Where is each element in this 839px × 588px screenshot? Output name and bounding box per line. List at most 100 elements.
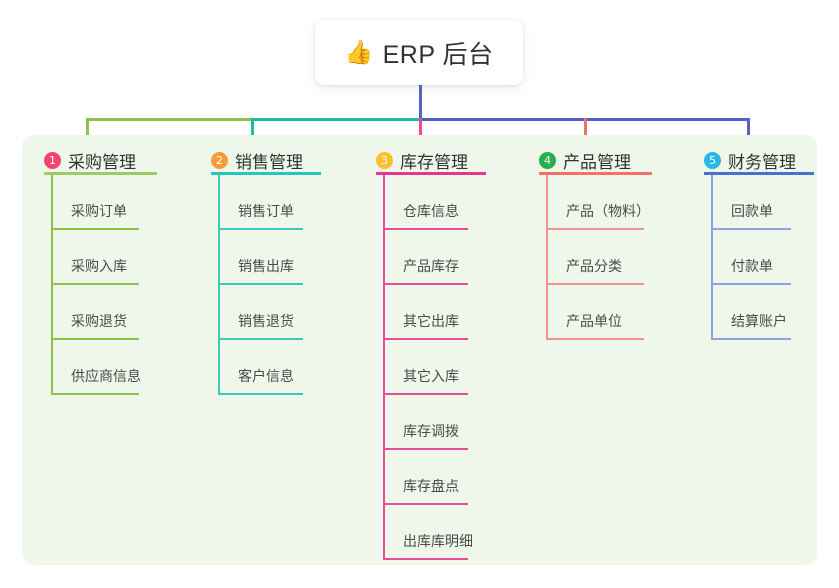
drop-5: [747, 118, 750, 145]
leaf-item-rule: [711, 228, 791, 230]
leaf-item[interactable]: 结算账户: [693, 285, 796, 340]
leaf-item-label: 供应商信息: [71, 368, 141, 384]
column-header-rule: [704, 172, 814, 175]
column-spine: [218, 175, 220, 395]
leaf-item-label: 销售订单: [238, 203, 294, 219]
leaf-item[interactable]: 采购订单: [33, 175, 139, 230]
column-items: 采购订单采购入库采购退货供应商信息: [33, 175, 141, 395]
leaf-item-label: 销售退货: [238, 313, 294, 329]
leaf-item-rule: [218, 228, 303, 230]
leaf-item[interactable]: 库存盘点: [365, 450, 468, 505]
leaf-item-rule: [51, 393, 139, 395]
column-3: 3 库存管理仓库信息产品库存其它出库其它入库库存调拨库存盘点出库库明细: [365, 145, 486, 560]
leaf-item-label: 采购退货: [71, 313, 127, 329]
leaf-item-rule: [383, 393, 468, 395]
leaf-item-rule: [383, 283, 468, 285]
leaf-item[interactable]: 回款单: [693, 175, 796, 230]
leaf-item[interactable]: 其它入库: [365, 340, 468, 395]
leaf-item-rule: [51, 283, 139, 285]
leaf-item[interactable]: 销售出库: [200, 230, 303, 285]
leaf-item[interactable]: 产品库存: [365, 230, 468, 285]
number-badge-icon: 5: [704, 151, 721, 169]
drop-4: [584, 118, 587, 145]
leaf-item-label: 采购入库: [71, 258, 127, 274]
column-spine: [711, 175, 713, 340]
column-header-rule: [539, 172, 652, 175]
leaf-item-label: 产品（物料）: [566, 203, 650, 219]
column-title: 库存管理: [400, 152, 468, 172]
number-badge-icon: 1: [44, 151, 61, 169]
leaf-item-label: 采购订单: [71, 203, 127, 219]
leaf-item-rule: [383, 338, 468, 340]
leaf-item[interactable]: 客户信息: [200, 340, 303, 395]
column-items: 销售订单销售出库销售退货客户信息: [200, 175, 303, 395]
leaf-item[interactable]: 出库库明细: [365, 505, 473, 560]
drop-1: [86, 118, 89, 145]
leaf-item-label: 仓库信息: [403, 203, 459, 219]
leaf-item-rule: [51, 338, 139, 340]
leaf-item[interactable]: 销售退货: [200, 285, 303, 340]
leaf-item[interactable]: 供应商信息: [33, 340, 141, 395]
leaf-item-label: 产品单位: [566, 313, 622, 329]
leaf-item-rule: [546, 338, 644, 340]
number-badge-icon: 2: [211, 151, 228, 169]
leaf-item[interactable]: 产品分类: [528, 230, 644, 285]
leaf-item[interactable]: 库存调拨: [365, 395, 468, 450]
column-header-3[interactable]: 3 库存管理: [365, 145, 486, 175]
leaf-item[interactable]: 仓库信息: [365, 175, 468, 230]
leaf-item[interactable]: 采购退货: [33, 285, 139, 340]
column-1: 1 采购管理采购订单采购入库采购退货供应商信息: [33, 145, 157, 395]
leaf-item-label: 付款单: [731, 258, 773, 274]
green-segment: [86, 118, 252, 121]
leaf-item-rule: [711, 338, 791, 340]
root-title-text: ERP 后台: [382, 40, 494, 69]
column-title: 产品管理: [563, 152, 631, 172]
column-header-rule: [44, 172, 157, 175]
leaf-item-rule: [218, 283, 303, 285]
drop-2: [251, 118, 254, 145]
column-header-1[interactable]: 1 采购管理: [33, 145, 157, 175]
leaf-item-rule: [546, 228, 644, 230]
root-node-title: 👍 ERP 后台: [344, 35, 493, 71]
leaf-item-rule: [546, 283, 644, 285]
column-header-rule: [211, 172, 321, 175]
thumbs-up-icon: 👍: [344, 39, 374, 65]
root-node[interactable]: 👍 ERP 后台: [315, 20, 523, 85]
branch-panel: [22, 135, 817, 565]
leaf-item-label: 客户信息: [238, 368, 294, 384]
leaf-item-label: 出库库明细: [403, 533, 473, 549]
leaf-item-label: 产品库存: [403, 258, 459, 274]
leaf-item-label: 回款单: [731, 203, 773, 219]
leaf-item-label: 销售出库: [238, 258, 294, 274]
column-spine: [546, 175, 548, 340]
leaf-item-label: 库存盘点: [403, 478, 459, 494]
leaf-item-rule: [383, 448, 468, 450]
leaf-item-label: 结算账户: [731, 313, 787, 329]
leaf-item-rule: [51, 228, 139, 230]
column-header-2[interactable]: 2 销售管理: [200, 145, 321, 175]
leaf-item-rule: [711, 283, 791, 285]
column-spine: [383, 175, 385, 560]
column-spine: [51, 175, 53, 395]
connector-trunk: [419, 85, 422, 121]
column-title: 销售管理: [235, 152, 303, 172]
leaf-item-rule: [383, 558, 468, 560]
number-badge-icon: 4: [539, 151, 556, 169]
column-header-4[interactable]: 4 产品管理: [528, 145, 652, 175]
leaf-item-label: 库存调拨: [403, 423, 459, 439]
number-badge-icon: 3: [376, 151, 393, 169]
column-title: 采购管理: [68, 152, 136, 172]
leaf-item[interactable]: 产品（物料）: [528, 175, 650, 230]
leaf-item[interactable]: 销售订单: [200, 175, 303, 230]
leaf-item[interactable]: 付款单: [693, 230, 796, 285]
leaf-item-label: 产品分类: [566, 258, 622, 274]
leaf-item[interactable]: 其它出库: [365, 285, 468, 340]
column-header-rule: [376, 172, 486, 175]
column-items: 产品（物料） 产品分类产品单位: [528, 175, 650, 340]
leaf-item[interactable]: 采购入库: [33, 230, 139, 285]
leaf-item[interactable]: 产品单位: [528, 285, 644, 340]
leaf-item-rule: [383, 228, 468, 230]
